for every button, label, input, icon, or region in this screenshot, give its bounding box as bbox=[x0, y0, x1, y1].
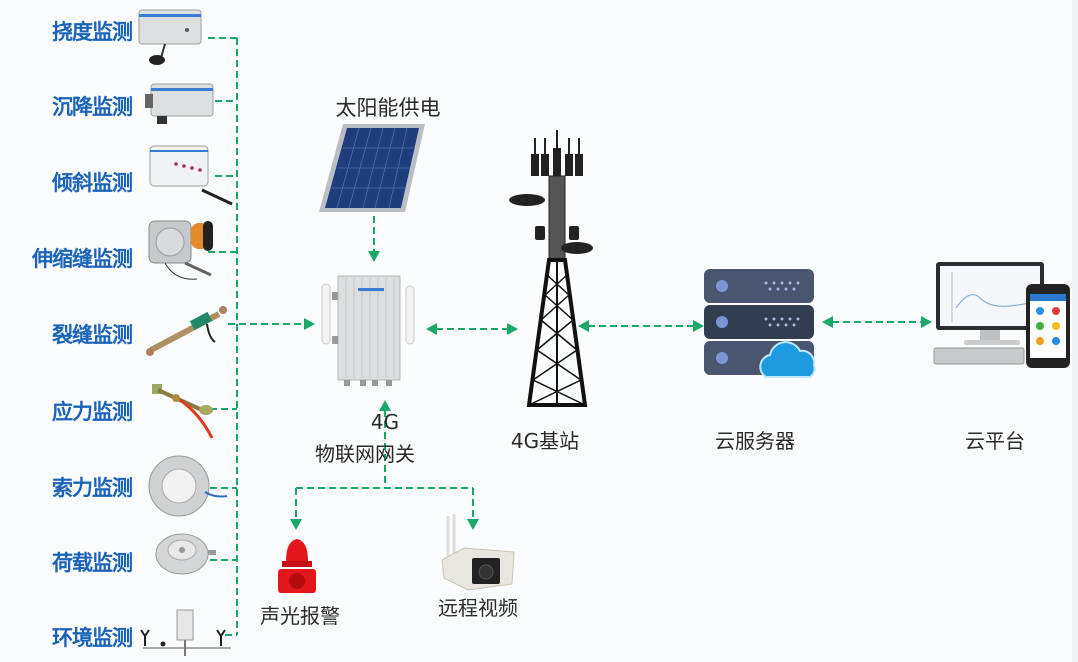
arrow-gateway-right bbox=[426, 323, 437, 335]
arrow-to-alarm bbox=[290, 519, 302, 530]
cloud-icon bbox=[759, 341, 816, 378]
arrow-solar-down bbox=[368, 251, 380, 262]
crack-gauge-icon bbox=[146, 306, 227, 356]
solar-label: 太阳能供电 bbox=[335, 96, 441, 120]
gateway-label-line2: 物联网网关 bbox=[315, 442, 415, 466]
video-label: 远程视频 bbox=[438, 596, 518, 620]
arrow-platform-left bbox=[921, 316, 932, 328]
inclination-sensor-icon bbox=[149, 145, 233, 206]
sensor-label-inclination: 倾斜监测 bbox=[52, 171, 133, 195]
arrow-server-left bbox=[693, 320, 704, 332]
solar-panel-icon bbox=[319, 124, 425, 212]
gateway-label-line1: 4G bbox=[370, 410, 400, 434]
strain-gauge-icon bbox=[152, 384, 214, 439]
page-edge bbox=[1072, 0, 1078, 662]
alarm-label: 声光报警 bbox=[260, 604, 340, 628]
computer-phone-icon bbox=[933, 262, 1070, 368]
gateway-icon bbox=[321, 275, 415, 386]
platform-label: 云平台 bbox=[965, 429, 1025, 453]
alarm-light-icon bbox=[278, 539, 316, 593]
weather-station-icon bbox=[140, 609, 231, 656]
sensor-label-crack: 裂缝监测 bbox=[52, 323, 133, 347]
expansion-joint-sensor-icon bbox=[148, 220, 213, 280]
server-label: 云服务器 bbox=[715, 429, 795, 453]
cell-tower-icon bbox=[509, 130, 593, 407]
sensor-label-expansion: 伸缩缝监测 bbox=[32, 247, 133, 271]
cable-force-sensor-icon bbox=[148, 455, 228, 517]
load-cell-icon bbox=[155, 533, 216, 575]
cloud-server-icon bbox=[704, 269, 816, 378]
sensor-label-settlement: 沉降监测 bbox=[52, 95, 133, 119]
sensor-label-environment: 环境监测 bbox=[52, 626, 133, 650]
arrow-to-gateway-left bbox=[304, 318, 315, 330]
tower-label: 4G基站 bbox=[510, 429, 580, 453]
deflection-sensor-icon bbox=[138, 9, 202, 65]
arrow-to-video bbox=[467, 519, 479, 530]
sensor-label-load: 荷载监测 bbox=[52, 551, 133, 575]
arrow-server-right bbox=[822, 316, 833, 328]
arrow-tower-right bbox=[578, 320, 589, 332]
arrow-gateway-up bbox=[379, 400, 391, 411]
sensor-label-stress: 应力监测 bbox=[52, 400, 133, 424]
sensor-label-deflection: 挠度监测 bbox=[52, 20, 133, 44]
sensor-label-cable: 索力监测 bbox=[52, 476, 133, 500]
camera-icon bbox=[441, 514, 515, 591]
settlement-sensor-icon bbox=[145, 83, 214, 124]
arrow-tower-left bbox=[507, 323, 518, 335]
